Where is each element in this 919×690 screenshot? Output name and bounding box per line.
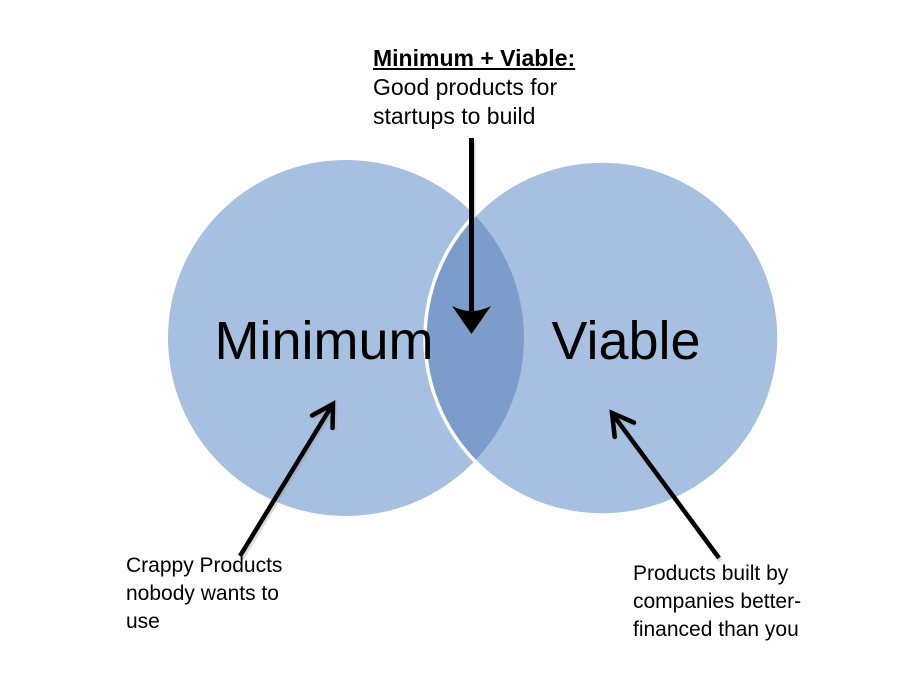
better-financed-line: financed than you <box>633 618 799 641</box>
minimum-arrow-line <box>238 405 333 558</box>
viable-arrow-line <box>612 414 721 560</box>
crappy-products-annotation: Crappy Products nobody wants to use <box>126 552 282 636</box>
crappy-products-line: use <box>126 610 160 633</box>
better-financed-annotation: Products built by companies better- fina… <box>633 560 801 644</box>
minimum-arrow <box>238 400 336 558</box>
viable-circle <box>425 161 779 515</box>
crappy-products-line: Crappy Products <box>126 554 283 577</box>
intersection-annotation-line: startups to build <box>373 103 536 129</box>
crappy-products-line: nobody wants to <box>126 582 279 605</box>
intersection-annotation-heading: Minimum + Viable: <box>373 45 576 71</box>
better-financed-line: companies better- <box>633 590 802 613</box>
minimum-circle <box>168 160 524 516</box>
intersection-arrow-head <box>452 306 491 334</box>
minimum-label: Minimum <box>214 311 434 371</box>
viable-label: Viable <box>551 311 701 371</box>
viable-arrow <box>609 409 721 560</box>
better-financed-line: Products built by <box>633 562 789 585</box>
overlap-divider-arc <box>423 159 781 517</box>
intersection-annotation-line: Good products for <box>373 74 558 100</box>
minimum-arrow-head <box>309 400 336 431</box>
intersection-arrow <box>452 138 491 334</box>
viable-arrow-head <box>609 409 637 440</box>
intersection-annotation: Minimum + Viable: Good products for star… <box>373 44 575 131</box>
